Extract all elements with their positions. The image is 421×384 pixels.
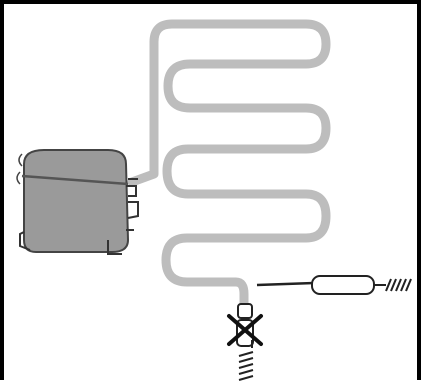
- compressor-body: [23, 149, 130, 253]
- refrigeration-diagram: [16, 19, 412, 381]
- fitting-icon: [126, 185, 139, 231]
- drier-filter: [227, 303, 263, 381]
- thread-icon: [385, 278, 412, 292]
- cross-icon: [227, 314, 263, 346]
- spring-coil-icon: [238, 351, 254, 381]
- service-valve: [256, 275, 412, 295]
- mounting-foot-icon: [19, 231, 122, 255]
- compressor: [16, 149, 139, 255]
- condenser-coil: [127, 19, 331, 311]
